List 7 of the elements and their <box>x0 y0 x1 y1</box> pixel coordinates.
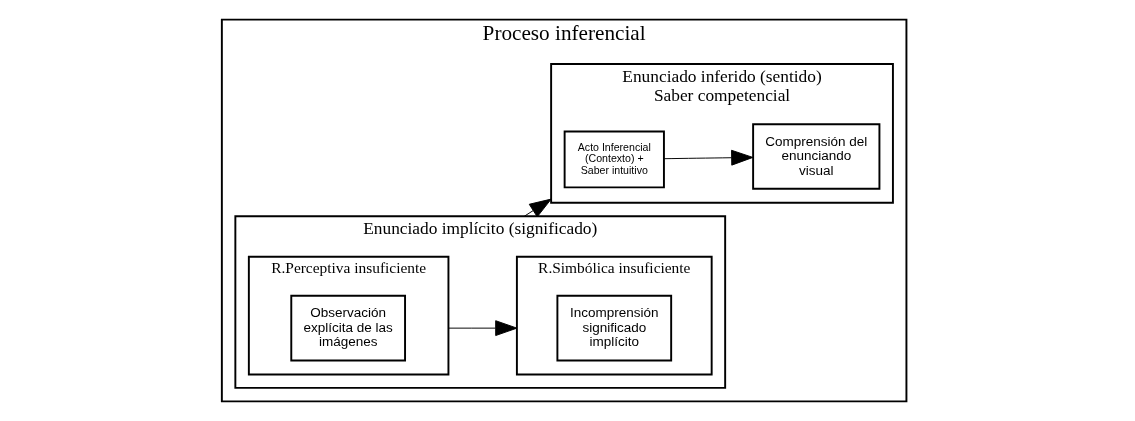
node-box: Comprensión del enunciando visual <box>751 123 880 190</box>
node-box: Incomprensión significado implícito <box>555 294 672 362</box>
arrow <box>447 320 517 337</box>
arrow <box>663 149 753 166</box>
node-box: Observación explícita de las imágenes <box>289 294 406 362</box>
node-box: Acto Inferencial (Contexto) + Saber intuitivo <box>563 130 665 189</box>
arrow <box>523 198 552 218</box>
